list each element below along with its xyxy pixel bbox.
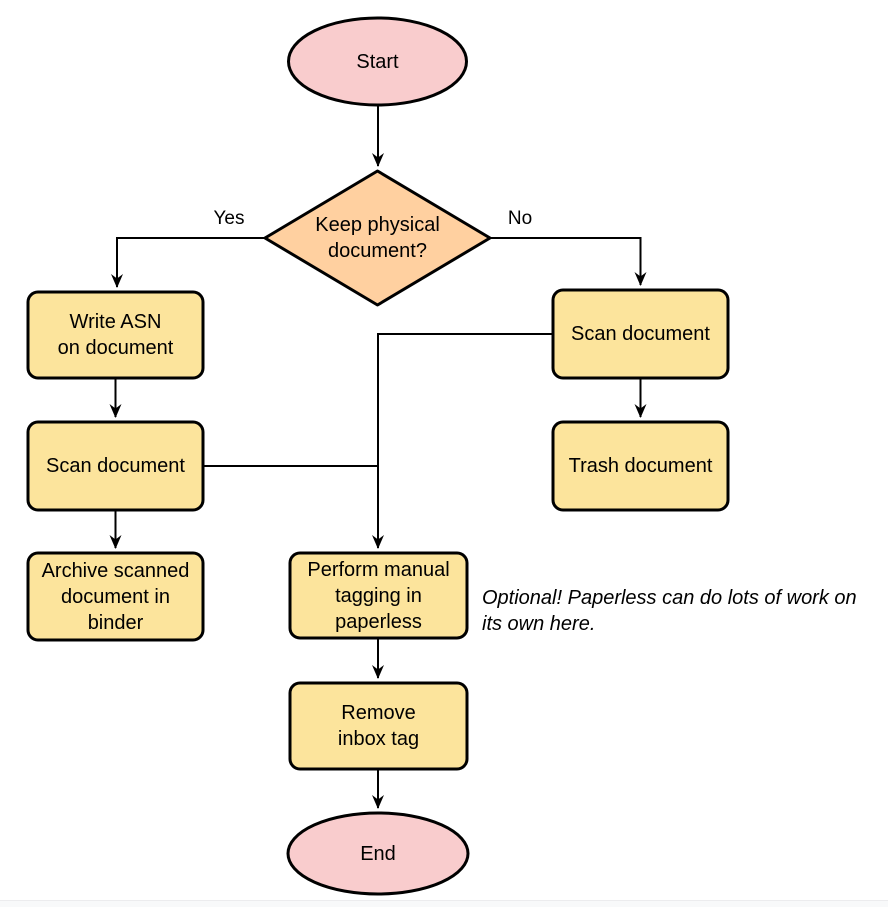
edge-scan-right-to-tagging	[372, 333, 553, 549]
trash-document-process-shape	[551, 420, 730, 512]
manual-tagging-process-shape	[288, 551, 469, 640]
yes-edge-label: Yes	[213, 208, 245, 229]
write-asn-process-shape	[26, 290, 205, 380]
remove-inbox-tag-process-shape	[288, 681, 469, 771]
page-bottom-strip	[0, 900, 888, 907]
scan-document-right-process-shape	[551, 288, 730, 380]
decision-diamond-shape	[263, 169, 492, 307]
scan-document-left-process-shape	[26, 420, 205, 512]
end-terminal-shape	[286, 811, 470, 896]
archive-process-shape	[26, 551, 205, 642]
start-terminal-shape	[287, 16, 468, 107]
optional-note-text: Optional! Paperless can do lots of work …	[482, 587, 857, 635]
no-edge-label: No	[507, 208, 533, 229]
edge-decision-no-to-scan-right	[490, 237, 647, 286]
edge-decision-yes-to-write-asn	[111, 237, 265, 288]
